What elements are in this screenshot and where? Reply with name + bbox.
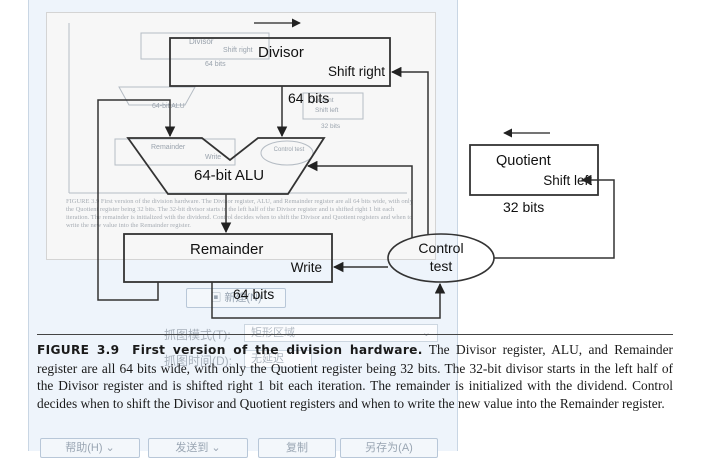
new-capture-icon: ▣ [210,292,225,304]
preview-remainder-text: Remainder [151,144,186,151]
control-to-alu-wire [306,160,413,238]
preview-write-text: Write [205,154,222,161]
divisor-shift-right-label: Shift right [328,64,385,79]
control-label-line1: Control [418,240,463,256]
preview-shift-right-text: Shift right [223,47,253,54]
capture-mode-select[interactable]: 矩形区域 ⌄ [244,324,438,342]
new-capture-button[interactable]: ▣ 新建(N) [186,288,286,308]
alu-label: 64-bit ALU [194,167,264,184]
caption-figure-label: FIGURE 3.9 [37,343,120,357]
remainder-label: Remainder [190,241,263,258]
alu-shape [126,137,326,195]
control-label-line2: test [430,258,453,274]
remainder-bits-label: 64 bits [233,286,274,302]
capture-delay-label: 抓图时间(D): [164,354,232,368]
capture-delay-value: 无延迟 [251,353,284,365]
chevron-down-icon: ⌄ [421,327,431,339]
preview-32bits-text: 32 bits [321,123,341,130]
preview-quotient-text: Quotient [309,97,334,104]
preview-divisor-text: Divisor [189,37,214,46]
control-to-divisor-wire [390,66,429,234]
quotient-label: Quotient [496,153,551,169]
quotient-register-box [469,144,599,196]
capture-mode-label: 抓图模式(T): [164,328,231,342]
remainder-feedback-wire [97,99,176,301]
remainder-write-label: Write [291,260,322,275]
preview-64bits-text: 64 bits [205,61,226,68]
remainder-register-box [123,233,333,283]
preview-control-text: Control test [273,147,305,153]
preview-alu-text: 64-bit ALU [152,103,185,110]
quotient-shift-left-label: Shift left [543,173,592,188]
capture-preview-pane: Divisor Shift right 64 bits 64-bit ALU R… [46,12,436,260]
new-capture-label: 新建(N) [224,292,262,304]
control-to-quotient-wire [494,174,615,259]
figure-caption: FIGURE 3.9 First version of the division… [37,341,673,412]
remainder-to-control-wire [211,282,446,319]
preview-caption-ghost: FIGURE 3.9 First version of the division… [66,198,413,229]
caption-title: First version of the division hardware. [132,343,423,357]
caption-body: The Divisor register, ALU, and Remainder… [37,342,673,411]
divisor-register-box [169,37,391,87]
caption-rule [37,334,673,335]
capture-delay-select[interactable]: 无延迟 [244,350,312,368]
preview-ghost-diagram [68,23,407,194]
divisor-label: Divisor [258,44,304,61]
divisor-bits-label: 64 bits [288,90,329,106]
quotient-bits-label: 32 bits [503,199,544,215]
preview-shift-left-text: Shift left [315,107,339,114]
capture-mode-value: 矩形区域 [251,327,295,339]
